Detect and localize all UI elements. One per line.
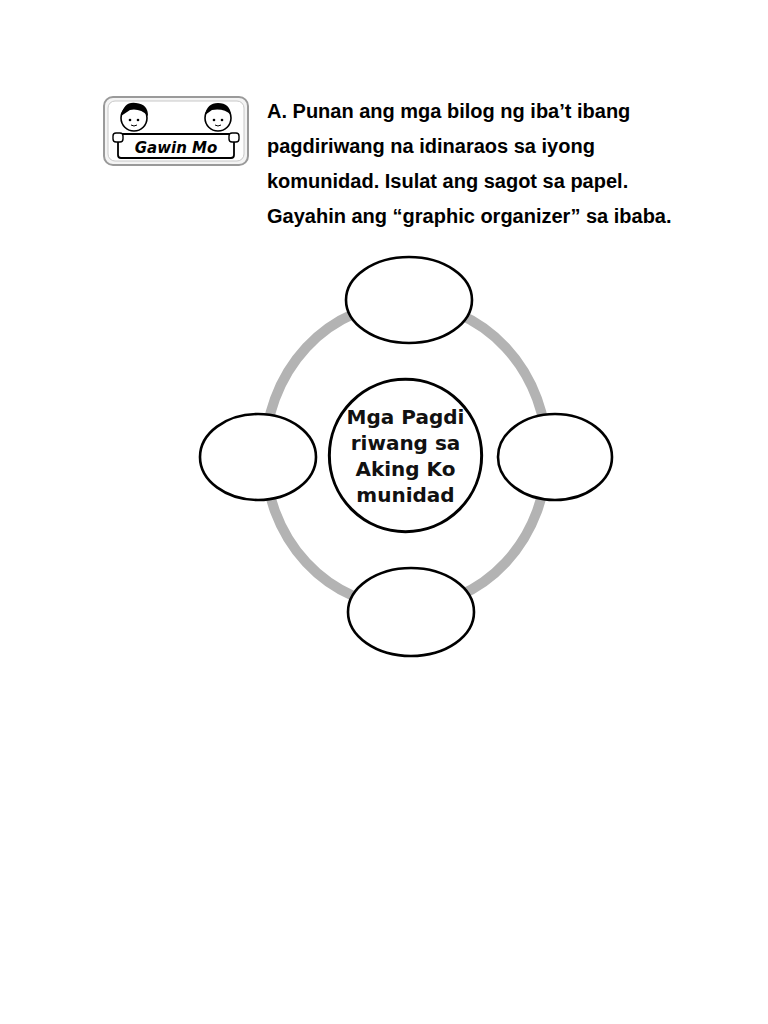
answer-ovals <box>200 257 612 656</box>
center-title: Mga Pagdiriwang sa Aking Komunidad <box>346 404 466 508</box>
badge-label: Gawin Mo <box>135 139 218 157</box>
center-circle: Mga Pagdiriwang sa Aking Komunidad <box>327 377 484 534</box>
circle-outline <box>327 377 484 534</box>
instruction-text: A. Punan ang mga bilog ng iba’t ibang pa… <box>267 100 672 227</box>
gawin-mo-badge <box>104 97 248 165</box>
badge-label-box: Gawin Mo <box>122 139 230 157</box>
instruction-block: A. Punan ang mga bilog ng iba’t ibang pa… <box>88 94 684 234</box>
